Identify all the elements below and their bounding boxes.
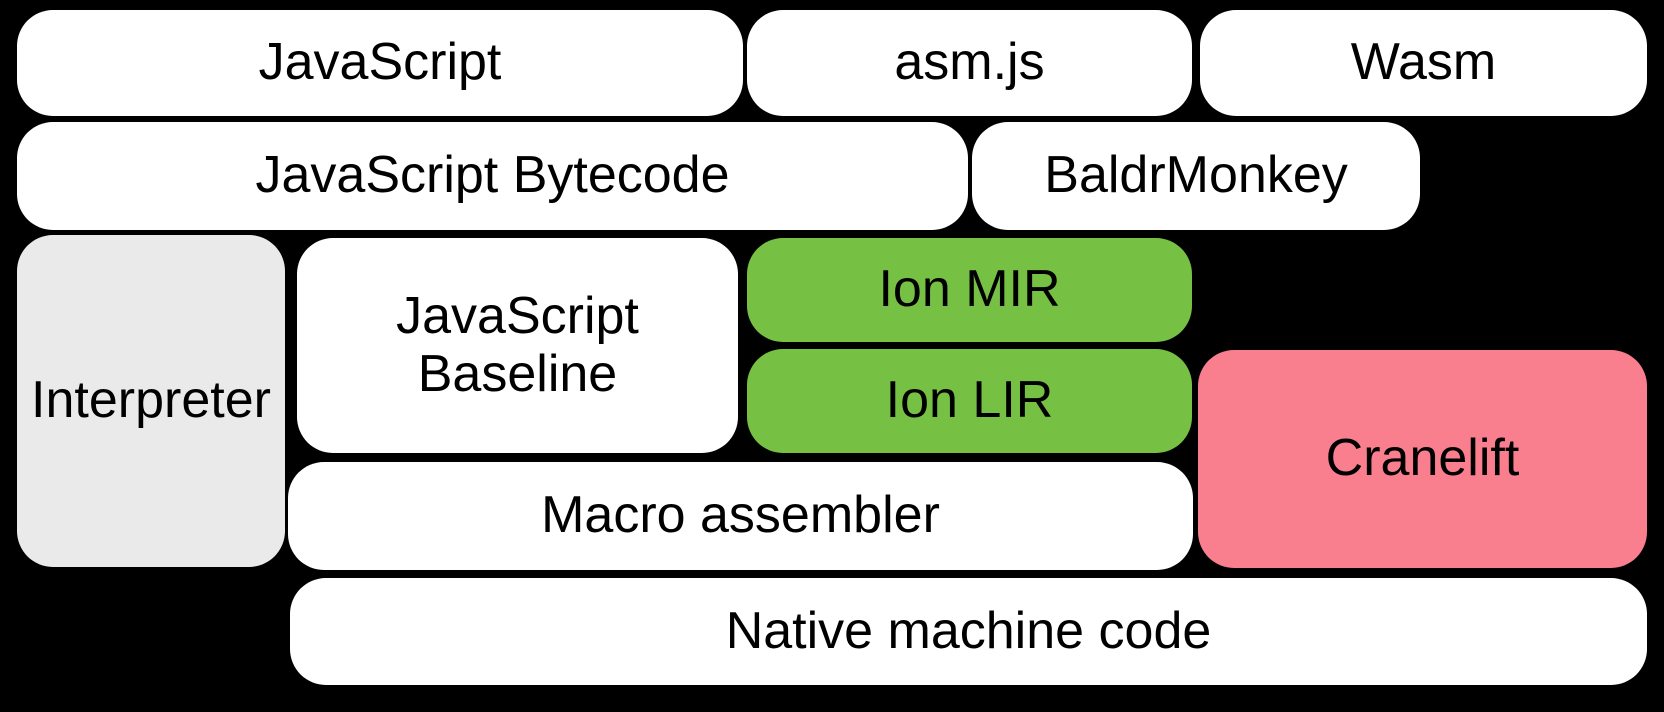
node-ion-mir-label: Ion MIR <box>878 260 1061 319</box>
node-cranelift-label: Cranelift <box>1325 429 1520 488</box>
node-native-machine-code: Native machine code <box>290 578 1647 685</box>
node-wasm-label: Wasm <box>1350 33 1497 92</box>
node-macro-assembler: Macro assembler <box>288 462 1193 570</box>
node-macro-assembler-label: Macro assembler <box>541 486 940 545</box>
node-javascript-bytecode-label: JavaScript Bytecode <box>255 146 730 205</box>
node-wasm: Wasm <box>1200 10 1647 116</box>
node-ion-lir-label: Ion LIR <box>885 371 1054 430</box>
node-ion-lir: Ion LIR <box>747 349 1192 453</box>
node-baldrmonkey-label: BaldrMonkey <box>1044 146 1348 205</box>
node-interpreter-label: Interpreter <box>31 371 271 430</box>
node-javascript-bytecode: JavaScript Bytecode <box>17 122 968 230</box>
node-asmjs: asm.js <box>747 10 1192 116</box>
node-javascript-baseline-label: JavaScript Baseline <box>396 287 639 403</box>
node-javascript-baseline: JavaScript Baseline <box>297 238 738 453</box>
node-cranelift: Cranelift <box>1198 350 1647 568</box>
node-native-machine-code-label: Native machine code <box>725 601 1212 660</box>
node-javascript-label: JavaScript <box>258 33 502 92</box>
node-ion-mir: Ion MIR <box>747 238 1192 342</box>
node-interpreter: Interpreter <box>17 235 285 567</box>
node-baldrmonkey: BaldrMonkey <box>972 122 1420 230</box>
node-javascript: JavaScript <box>17 10 743 116</box>
node-asmjs-label: asm.js <box>894 33 1045 92</box>
